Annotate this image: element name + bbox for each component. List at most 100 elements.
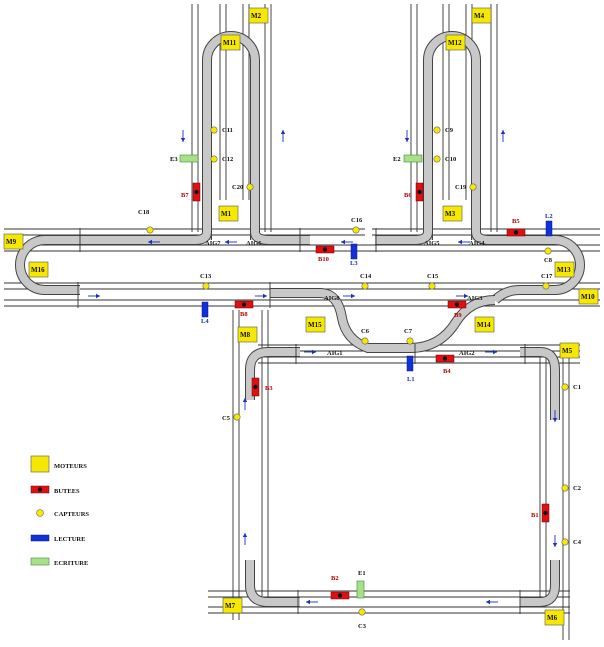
switch-aig1: AIG1 — [327, 350, 343, 357]
direction-arrow-head-icon — [351, 293, 355, 299]
lecteur-label-l1: L1 — [407, 376, 415, 383]
motor-label-m15: M15 — [308, 321, 322, 329]
motor-label-m5: M5 — [562, 347, 573, 355]
motor-m12 — [445, 34, 466, 51]
sensor-c7 — [406, 337, 414, 345]
motor-m16 — [28, 261, 49, 278]
legend-ecriture-label: ECRITURE — [54, 560, 88, 567]
sensor-c19 — [469, 183, 477, 191]
sensor-label-c10: C10 — [445, 156, 456, 163]
direction-arrow-head-icon — [552, 418, 558, 422]
direction-arrow-head-icon — [242, 398, 248, 402]
legend-sensor-swatch — [36, 509, 44, 517]
direction-arrow-head-icon — [404, 138, 410, 142]
sensor-c20 — [246, 183, 254, 191]
motor-m4 — [471, 7, 492, 24]
direction-arrow-head-icon — [306, 599, 310, 605]
butee-label-b6: B6 — [404, 192, 412, 199]
motor-label-m12: M12 — [448, 39, 462, 47]
legend-motors-label: MOTEURS — [54, 463, 87, 470]
butee-dot-b1 — [543, 510, 548, 516]
sensor-label-c2: C2 — [573, 485, 581, 492]
direction-arrow-head-icon — [180, 138, 186, 142]
butee-dot-b8 — [241, 302, 247, 307]
switch-aig4: AIG4 — [469, 240, 485, 247]
butee-label-b5: B5 — [512, 218, 520, 225]
sensor-c8 — [544, 247, 552, 255]
sensor-c2 — [561, 484, 569, 492]
sensor-c9 — [433, 126, 441, 134]
motor-m6 — [544, 609, 565, 626]
legend-butee-dot — [37, 487, 43, 492]
sensor-label-c4: C4 — [573, 539, 582, 546]
direction-arrow-head-icon — [225, 239, 229, 245]
motor-m14 — [474, 316, 495, 333]
switch-aig7: AIG7 — [205, 240, 221, 247]
sensor-c17 — [542, 282, 550, 290]
direction-arrow-head-icon — [96, 293, 100, 299]
switch-aig5: AIG5 — [424, 240, 440, 247]
sensor-label-c5: C5 — [222, 415, 231, 422]
motor-label-m8: M8 — [240, 331, 251, 339]
loop-tracks — [15, 31, 585, 607]
rail-network — [4, 4, 600, 640]
sensor-label-c7: C7 — [404, 328, 413, 335]
lecteur-l2 — [545, 220, 553, 237]
motor-m15 — [305, 316, 326, 333]
motor-label-m11: M11 — [223, 39, 237, 47]
butee-dot-b3 — [253, 384, 258, 390]
lecteur-l1 — [406, 355, 414, 372]
butee-label-b3: B3 — [265, 385, 273, 392]
sensor-c16 — [352, 226, 360, 234]
sensor-c14 — [361, 282, 369, 290]
direction-arrow-head-icon — [493, 349, 497, 355]
switch-aig8: AIG8 — [324, 295, 340, 302]
direction-arrow-head-icon — [263, 293, 267, 299]
motor-m10 — [578, 288, 599, 305]
direction-arrow-head-icon — [552, 543, 558, 547]
direction-arrow-head-icon — [148, 239, 152, 245]
butee-dot-b9 — [454, 302, 460, 307]
motor-label-m4: M4 — [474, 12, 485, 20]
lecteur-label-l3: L3 — [350, 260, 358, 267]
butee-label-b8: B8 — [240, 311, 248, 318]
butee-label-b9: B9 — [454, 312, 462, 319]
direction-arrow-head-icon — [280, 130, 286, 134]
butee-label-b4: B4 — [443, 368, 451, 375]
sensor-c10 — [433, 155, 441, 163]
motor-label-m3: M3 — [445, 210, 456, 218]
sensor-label-c16: C16 — [351, 217, 363, 224]
motor-label-m14: M14 — [477, 321, 491, 329]
ecriture-label-e3: E3 — [170, 156, 178, 163]
sensor-label-c18: C18 — [138, 209, 150, 216]
lecteur-label-l4: L4 — [201, 318, 209, 325]
sensor-c18 — [146, 226, 154, 234]
legend-lecture-label: LECTURE — [54, 536, 85, 543]
sensor-label-c17: C17 — [541, 273, 553, 280]
motor-label-m7: M7 — [225, 602, 236, 610]
direction-arrow-head-icon — [242, 533, 248, 537]
butee-dot-b2 — [337, 593, 343, 598]
motor-m9 — [3, 233, 24, 250]
direction-arrow-head-icon — [486, 599, 490, 605]
sensor-label-c13: C13 — [200, 273, 212, 280]
motor-m7 — [222, 597, 243, 614]
ecriture-e3 — [179, 154, 199, 163]
lecteur-l4 — [201, 301, 209, 318]
legend-ecriture-swatch — [30, 557, 50, 566]
sensor-c15 — [428, 282, 436, 290]
motor-label-m2: M2 — [251, 12, 262, 20]
sensor-label-c15: C15 — [427, 273, 439, 280]
direction-arrow-head-icon — [312, 349, 316, 355]
ecriture-e1 — [356, 580, 365, 599]
sensor-c6 — [361, 337, 369, 345]
direction-arrow-head-icon — [341, 239, 345, 245]
direction-arrow-head-icon — [458, 239, 462, 245]
sensor-label-c20: C20 — [232, 184, 243, 191]
sensor-label-c9: C9 — [445, 127, 454, 134]
motor-m3 — [442, 205, 463, 222]
switch-aig2: AIG2 — [459, 350, 475, 357]
